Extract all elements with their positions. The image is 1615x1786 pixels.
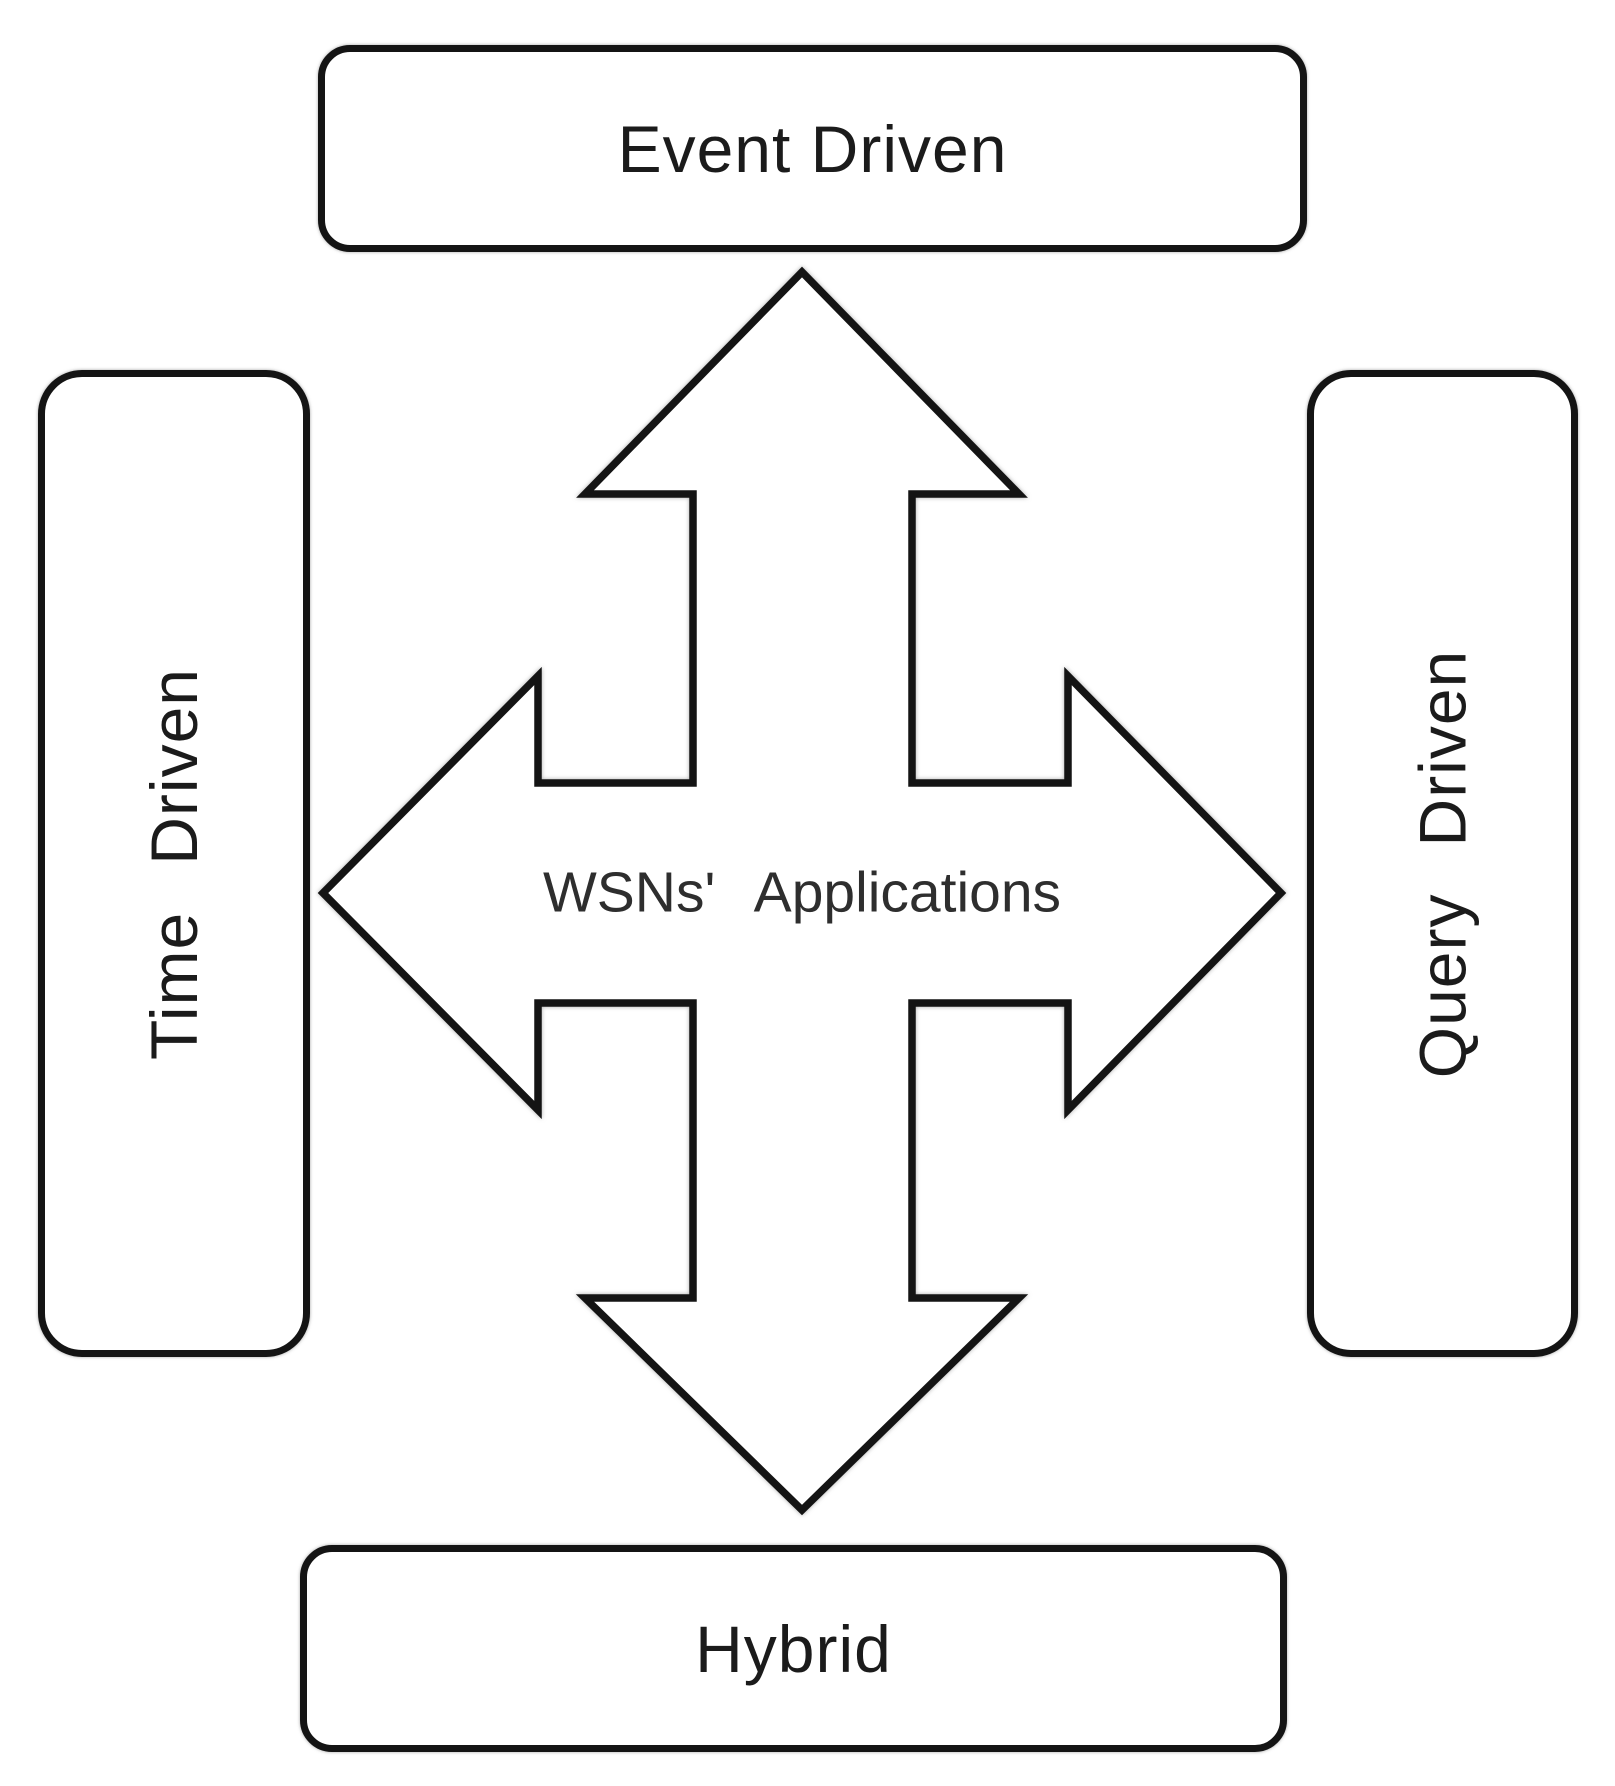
node-event-driven-label: Event Driven — [617, 111, 1008, 186]
center-label: WSNs' Applications — [542, 860, 1062, 925]
node-query-driven: Query Driven — [1307, 370, 1578, 1357]
node-hybrid-label: Hybrid — [695, 1611, 892, 1686]
node-hybrid: Hybrid — [300, 1545, 1287, 1752]
four-way-arrow-shape — [317, 266, 1287, 1516]
node-event-driven: Event Driven — [318, 45, 1307, 252]
node-time-driven: Time Driven — [38, 370, 310, 1357]
